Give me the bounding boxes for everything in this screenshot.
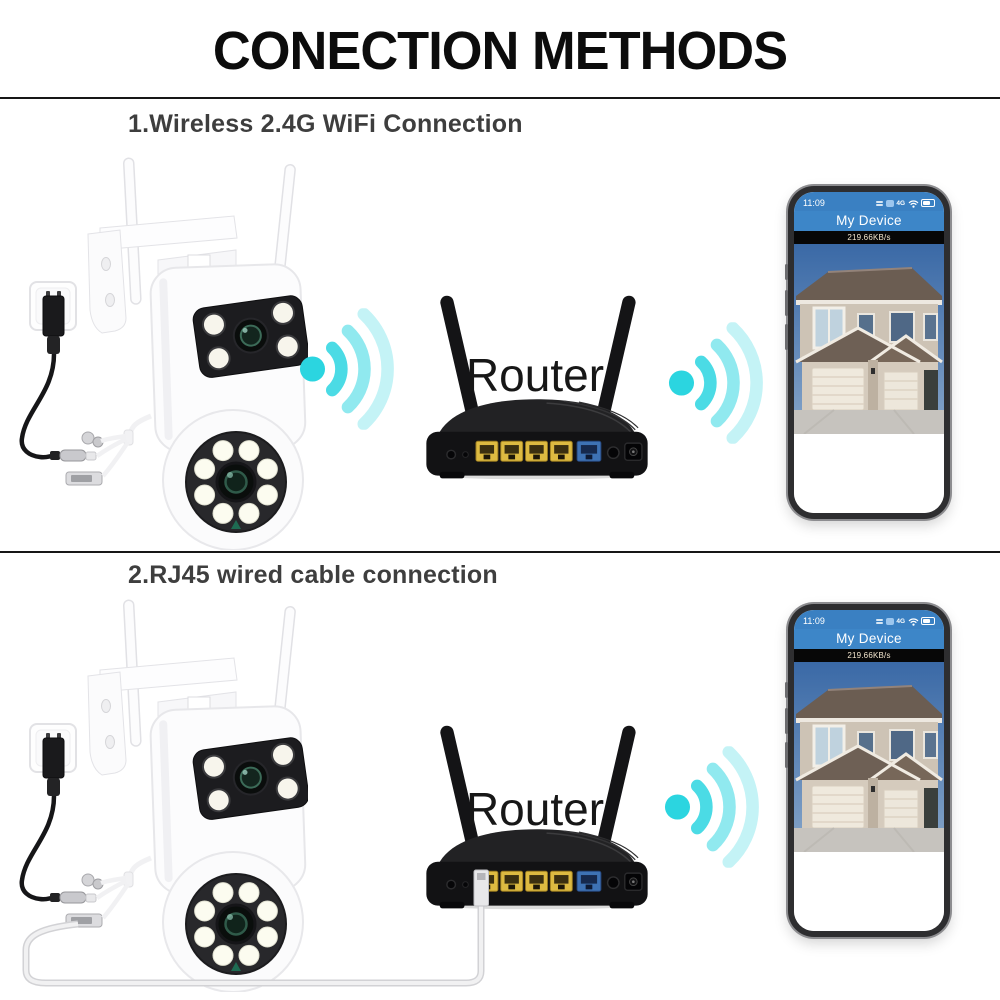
phone-volume-down-button <box>785 324 788 350</box>
phone-mute-switch <box>785 682 788 698</box>
empty-screen-area <box>794 434 944 513</box>
camera-feed-image <box>794 662 944 852</box>
wifi-signal-icon <box>299 306 405 432</box>
section-heading-wired: 2.RJ45 wired cable connection <box>128 561 498 589</box>
wifi-status-icon <box>908 199 918 208</box>
security-camera-illustration <box>8 592 308 992</box>
wifi-status-icon <box>908 617 918 626</box>
status-badge-icon <box>885 617 894 625</box>
section-heading-wireless: 1.Wireless 2.4G WiFi Connection <box>128 110 523 138</box>
wifi-signal-icon <box>664 744 770 870</box>
stream-rate-bar: 219.66KB/s <box>794 649 944 662</box>
divider-top <box>0 97 1000 99</box>
status-time: 11:09 <box>803 616 825 626</box>
phone-mute-switch <box>785 264 788 280</box>
router-label: Router <box>465 349 605 401</box>
camera-feed-image <box>794 244 944 434</box>
phone-status-bar: 11:09 4G <box>794 610 944 629</box>
divider-middle <box>0 551 1000 553</box>
phone-volume-up-button <box>785 708 788 734</box>
battery-icon <box>921 616 935 626</box>
phone-volume-down-button <box>785 742 788 768</box>
stream-rate-bar: 219.66KB/s <box>794 231 944 244</box>
app-title-bar: My Device <box>794 211 944 231</box>
network-4g-icon: 4G <box>896 199 905 207</box>
empty-screen-area <box>794 852 944 931</box>
phone-screen: 11:09 4G My Device 219.66KB/s <box>794 610 944 931</box>
smartphone: 11:09 4G My Device 219.66KB/s <box>785 186 950 519</box>
app-title-bar: My Device <box>794 629 944 649</box>
router-label: Router <box>465 783 605 835</box>
phone-status-bar: 11:09 4G <box>794 192 944 211</box>
status-time: 11:09 <box>803 198 825 208</box>
network-4g-icon: 4G <box>896 617 905 625</box>
status-mini-text <box>876 200 884 206</box>
status-badge-icon <box>885 199 894 207</box>
security-camera-illustration <box>8 150 308 550</box>
status-mini-text <box>876 618 884 624</box>
smartphone: 11:09 4G My Device 219.66KB/s <box>785 604 950 937</box>
phone-screen: 11:09 4G My Device 219.66KB/s <box>794 192 944 513</box>
page-title: CONECTION METHODS <box>212 21 788 81</box>
battery-icon <box>921 198 935 208</box>
phone-volume-up-button <box>785 290 788 316</box>
wifi-signal-icon <box>668 320 774 446</box>
